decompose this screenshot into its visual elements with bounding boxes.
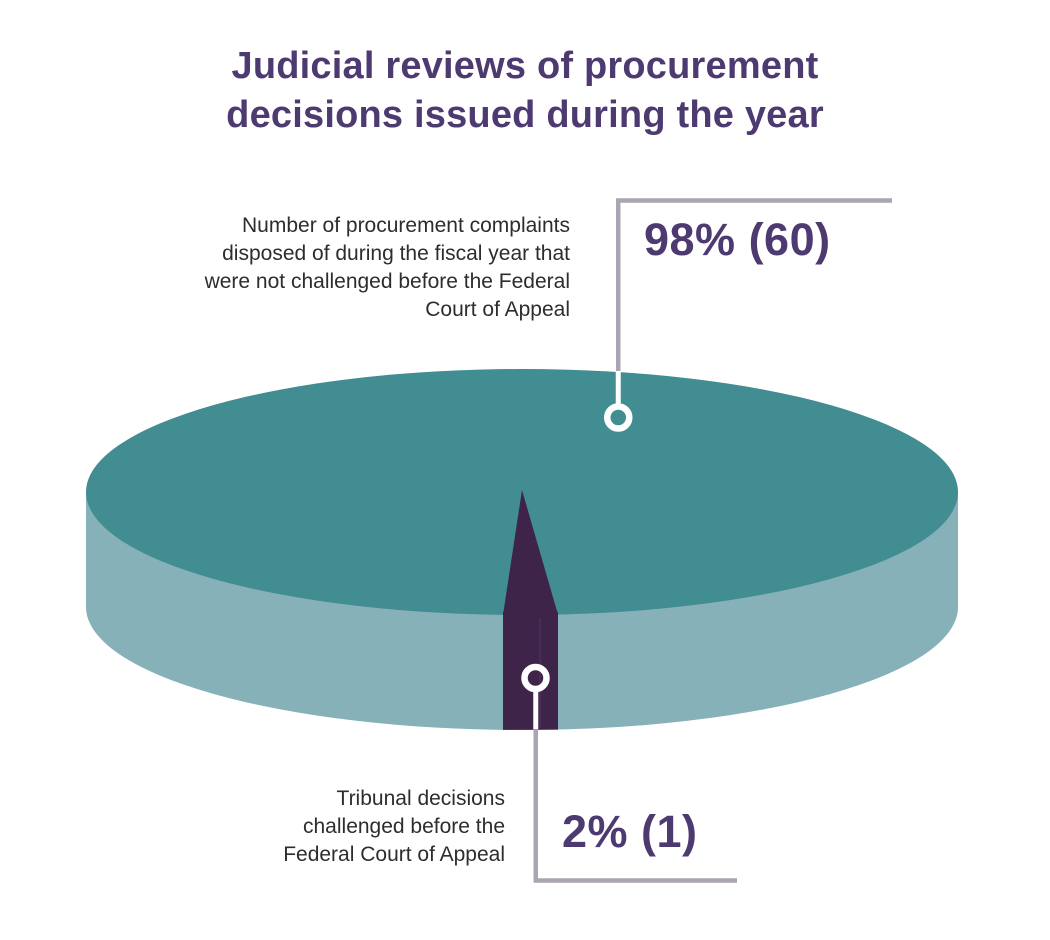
minor-callout-ring-icon bbox=[521, 663, 550, 693]
minor-callout-line bbox=[533, 729, 737, 883]
chart-title: Judicial reviews of procurement decision… bbox=[226, 45, 824, 136]
major-callout-line bbox=[616, 198, 892, 371]
major-callout-ring-icon bbox=[604, 403, 633, 432]
minor-slice-label: Tribunal decisions challenged before the… bbox=[283, 787, 505, 867]
major-slice-value: 98% (60) bbox=[644, 214, 831, 265]
major-slice-label: Number of procurement complaints dispose… bbox=[204, 214, 570, 322]
minor-slice-value: 2% (1) bbox=[562, 806, 698, 857]
pie-minor-slice-top bbox=[503, 490, 558, 615]
